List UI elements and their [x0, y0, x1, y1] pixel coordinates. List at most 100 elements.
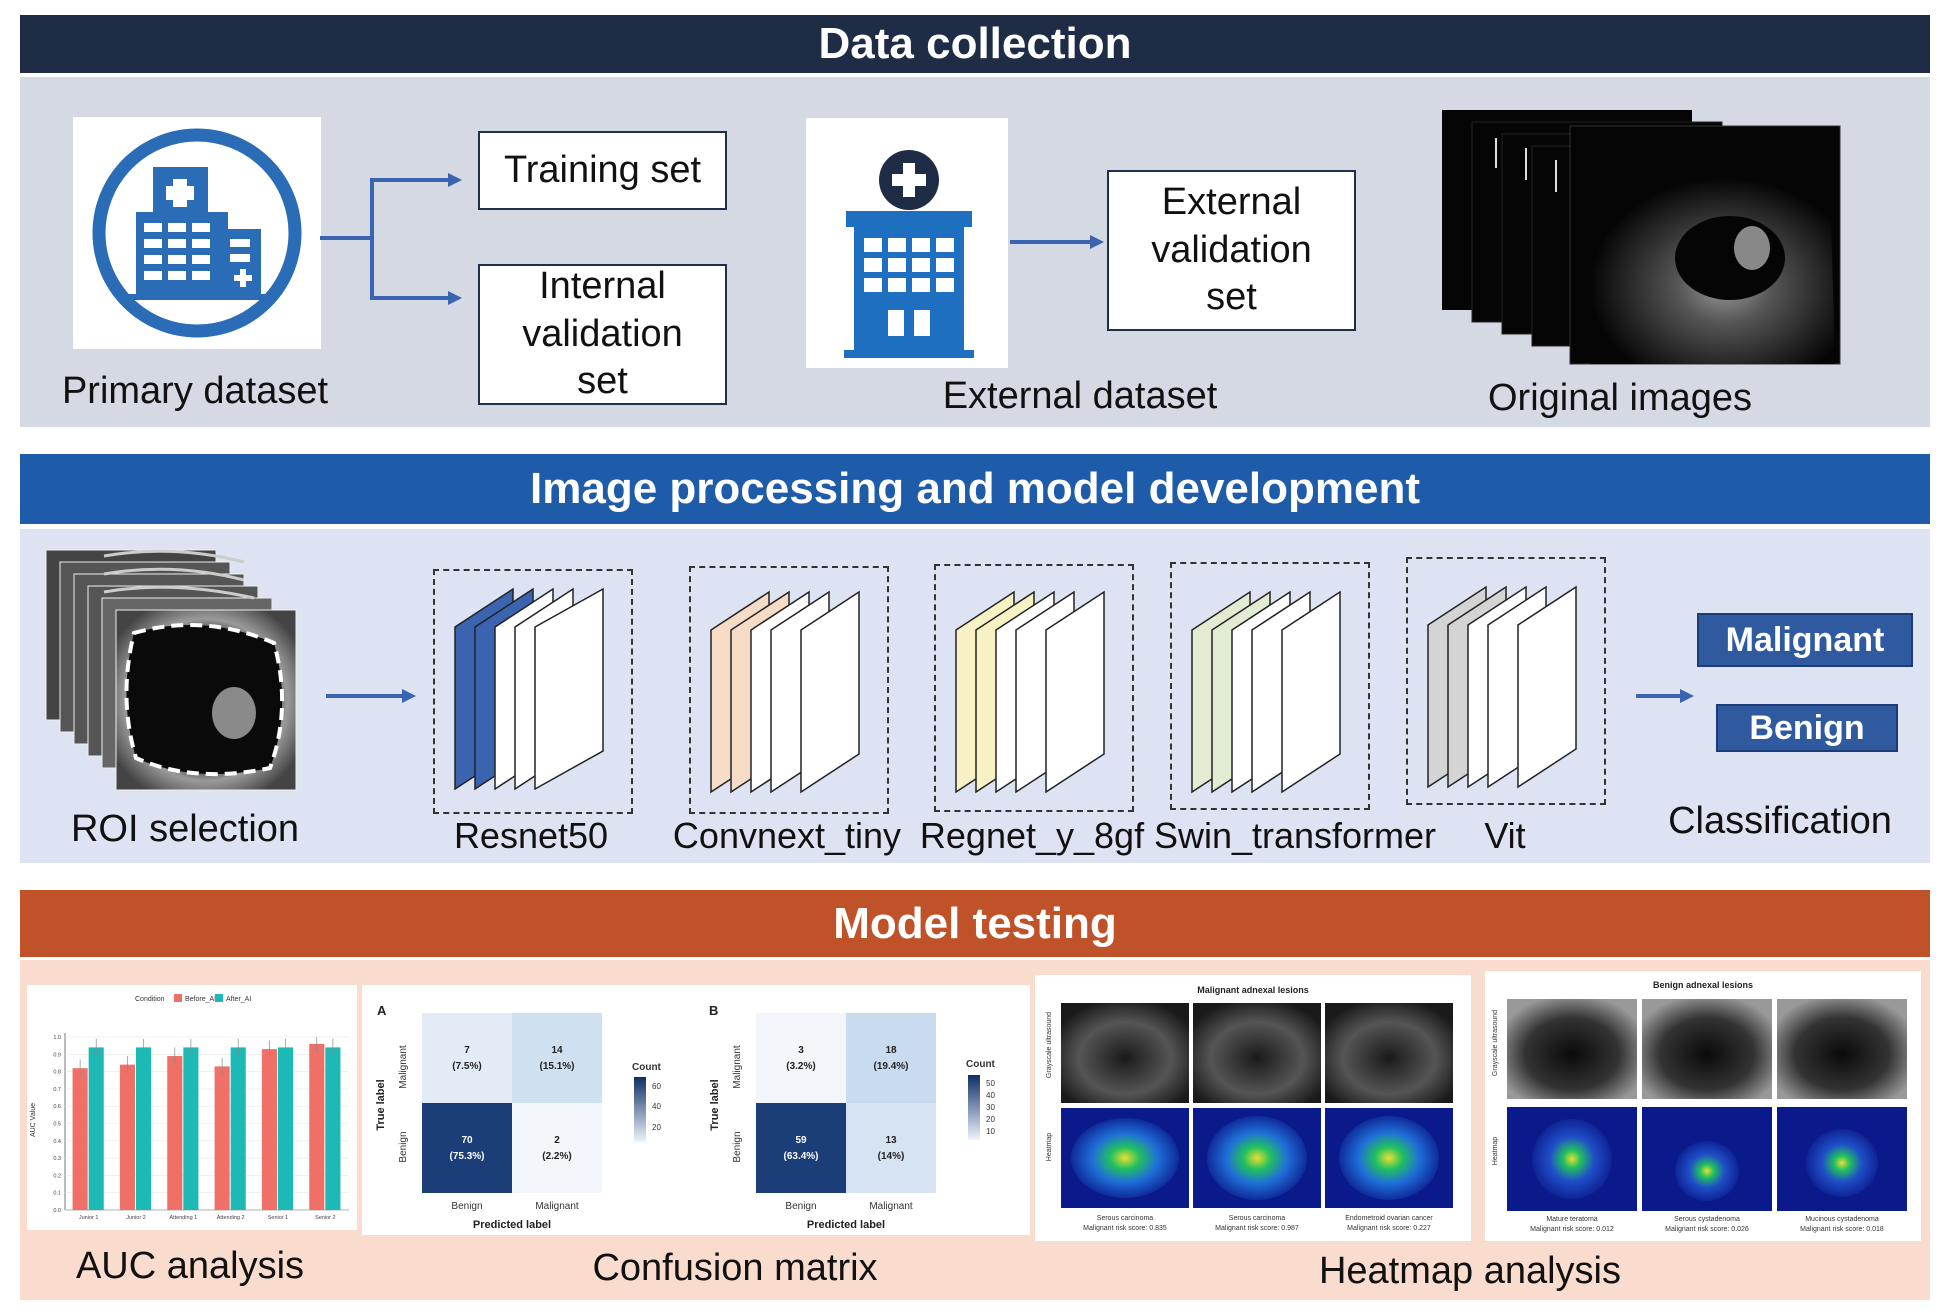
a-count-title: Count [632, 1062, 662, 1073]
b-tick-20: 20 [986, 1115, 995, 1124]
mal-gray-3 [1325, 1003, 1453, 1103]
ben-cap-1b: Malignant risk score: 0.012 [1530, 1226, 1614, 1233]
a-true-label: True label [375, 1079, 387, 1130]
auc-bar-before-ai [309, 1043, 325, 1210]
auc-bar-before-ai [167, 1056, 183, 1210]
a-cell-tl-count: 7 [464, 1045, 470, 1056]
ben-gray-3 [1777, 999, 1907, 1099]
auc-ytick-label: 0.4 [53, 1139, 61, 1145]
auc-legend-after: After_AI [226, 996, 251, 1003]
a-cell-tr-count: 14 [551, 1045, 563, 1056]
panel-a-label: A [377, 1003, 387, 1018]
b-row-benign: Benign [732, 1131, 743, 1162]
model-box-swin [1170, 562, 1370, 810]
b-true-label: True label [709, 1079, 721, 1130]
b-cell-tl-count: 3 [798, 1045, 804, 1056]
b-col-malignant: Malignant [869, 1201, 913, 1212]
model-label-resnet50: Resnet50 [453, 815, 609, 856]
ben-cap-2a: Serous cystadenoma [1674, 1216, 1740, 1223]
external-dataset-label: External dataset [942, 375, 1218, 417]
confusion-matrix-label: Confusion matrix [592, 1247, 878, 1289]
model-label-swin: Swin_transformer [1153, 815, 1437, 856]
benign-row-gray: Grayscale ultrasound [1492, 1010, 1499, 1076]
a-cell-br [512, 1103, 602, 1193]
model-box-convnext [689, 566, 889, 814]
classification-label: Classification [1668, 800, 1892, 842]
b-cell-bl-count: 59 [795, 1135, 807, 1146]
model-box-vit [1406, 557, 1606, 805]
auc-category-label: Junior 2 [126, 1215, 146, 1221]
a-col-benign: Benign [451, 1201, 482, 1212]
ben-cap-3b: Malignant risk score: 0.018 [1800, 1226, 1884, 1233]
auc-bar-before-ai [72, 1068, 88, 1210]
internal-validation-box: Internal validation set [478, 264, 727, 405]
auc-legend-swatch-after [215, 994, 223, 1002]
auc-bar-before-ai [214, 1066, 230, 1210]
auc-ylabel: AUC Value [30, 1103, 37, 1137]
primary-hospital-icon [73, 117, 321, 349]
external-line2: validation [1151, 228, 1312, 271]
heatmap-malignant: Malignant adnexal lesions Grayscale ultr… [1046, 985, 1453, 1232]
mal-cap-3b: Malignant risk score: 0.227 [1347, 1225, 1431, 1232]
b-cell-tl [756, 1013, 846, 1103]
b-cell-bl-pct: (63.4%) [783, 1151, 818, 1162]
a-cell-br-pct: (2.2%) [542, 1151, 571, 1162]
external-validation-box: External validation set [1107, 170, 1356, 331]
a-cell-br-count: 2 [554, 1135, 560, 1146]
auc-bar-after-ai [183, 1047, 199, 1210]
auc-analysis-label: AUC analysis [75, 1245, 305, 1287]
roi-selection-label: ROI selection [70, 808, 300, 850]
a-cell-tr-pct: (15.1%) [539, 1061, 574, 1072]
internal-line1: Internal [539, 265, 666, 308]
auc-category-label: Senior 2 [315, 1215, 336, 1221]
vit-layers [1427, 585, 1577, 789]
a-predicted-label: Predicted label [473, 1219, 551, 1231]
confusion-card: A True label Malignant Benign 7 (7.5%) 1… [362, 985, 1030, 1235]
benign-row-heat: Heatmap [1492, 1137, 1499, 1166]
mal-cap-3a: Endometroid ovarian cancer [1345, 1215, 1433, 1222]
a-colorbar [634, 1077, 646, 1142]
benign-output: Benign [1716, 704, 1898, 752]
convnext-layers [710, 590, 860, 794]
mal-gray-2 [1193, 1003, 1321, 1103]
primary-dataset-label: Primary dataset [61, 370, 329, 412]
b-tick-10: 10 [986, 1127, 995, 1136]
a-cell-bl-count: 70 [461, 1135, 473, 1146]
malignant-row-gray: Grayscale ultrasound [1046, 1012, 1053, 1078]
external-arrow [1010, 235, 1104, 249]
b-cell-tr-pct: (19.4%) [873, 1061, 908, 1072]
malignant-output: Malignant [1697, 613, 1913, 667]
a-cell-tl [422, 1013, 512, 1103]
original-images-stack [1442, 110, 1841, 365]
original-images-label: Original images [1488, 377, 1752, 419]
auc-ytick-label: 0.1 [53, 1191, 61, 1197]
ben-gray-1 [1507, 999, 1637, 1099]
roi-image-stack [45, 549, 297, 791]
a-cell-bl-pct: (75.3%) [449, 1151, 484, 1162]
external-line1: External [1161, 181, 1302, 224]
primary-branch-arrows [320, 173, 462, 305]
auc-bar-after-ai [230, 1047, 246, 1210]
a-row-benign: Benign [398, 1131, 409, 1162]
heatmap-benign-card: Benign adnexal lesions Grayscale ultraso… [1485, 971, 1921, 1241]
auc-ytick-label: 0.2 [53, 1173, 61, 1179]
roi-arrow [326, 689, 416, 703]
heatmap-malignant-card: Malignant adnexal lesions Grayscale ultr… [1035, 975, 1471, 1241]
heatmap-analysis-label: Heatmap analysis [1318, 1250, 1622, 1292]
auc-legend-before: Before_AI [185, 996, 216, 1003]
data-collection-header: Data collection [20, 15, 1930, 73]
mal-cap-1a: Serous carcinoma [1097, 1215, 1154, 1222]
mal-gray-1 [1061, 1003, 1189, 1103]
b-predicted-label: Predicted label [807, 1219, 885, 1231]
auc-bar-before-ai [119, 1064, 135, 1210]
external-line3: set [1206, 276, 1257, 319]
b-cell-tr [846, 1013, 936, 1103]
b-cell-br-count: 13 [885, 1135, 897, 1146]
b-cell-br [846, 1103, 936, 1193]
ben-cap-2b: Malignant risk score: 0.026 [1665, 1226, 1749, 1233]
auc-ytick-label: 0.5 [53, 1122, 61, 1128]
mal-cap-2b: Malignant risk score: 0.987 [1215, 1225, 1299, 1232]
a-tick-60: 60 [652, 1082, 661, 1091]
a-tick-20: 20 [652, 1123, 661, 1132]
auc-ytick-label: 0.9 [53, 1052, 61, 1058]
